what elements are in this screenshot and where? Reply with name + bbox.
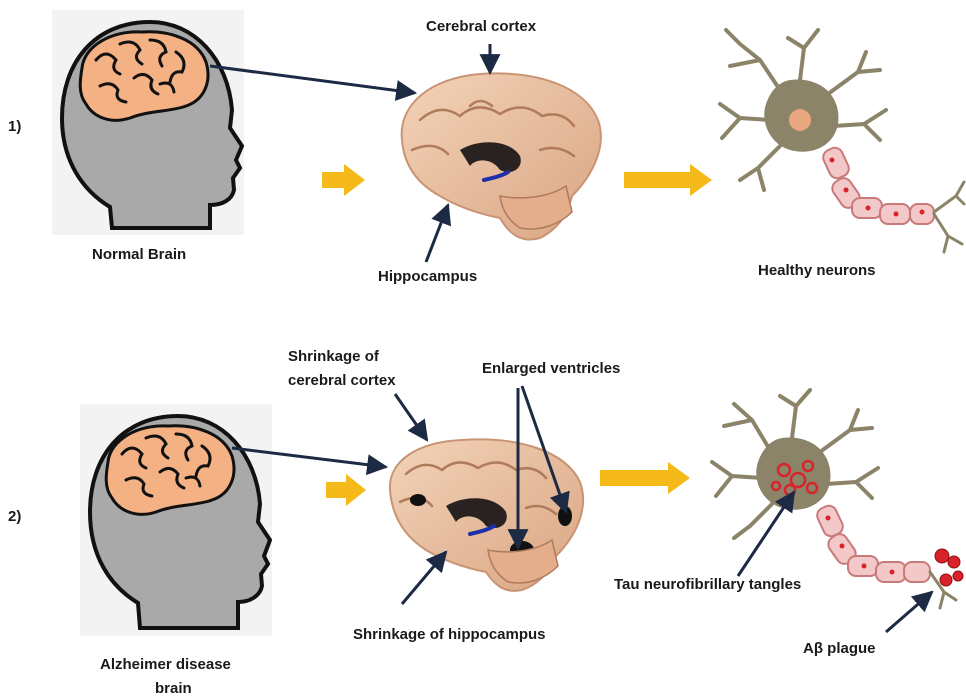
yellow-arrow-icon — [600, 462, 690, 494]
row-number-2: 2) — [8, 508, 21, 525]
yellow-arrow-icon — [326, 474, 366, 506]
brain-section-icon — [402, 73, 601, 239]
neuron-icon — [720, 30, 964, 252]
abeta-plaque-label: Aβ plague — [803, 640, 876, 657]
normal-brain-caption: Normal Brain — [92, 246, 186, 263]
alzheimer-caption-line1: Alzheimer disease — [100, 656, 231, 673]
brain-section-icon — [390, 439, 583, 591]
enlarged-ventricles-label: Enlarged ventricles — [482, 360, 620, 377]
cortex-shrinkage-line1: Shrinkage of — [288, 348, 379, 365]
hippocampus-shrinkage-label: Shrinkage of hippocampus — [353, 626, 546, 643]
alzheimer-caption-line2: brain — [155, 680, 192, 697]
cerebral-cortex-label: Cerebral cortex — [426, 18, 536, 35]
hippocampus-label: Hippocampus — [378, 268, 477, 285]
yellow-arrow-icon — [322, 164, 365, 196]
row-number-1: 1) — [8, 118, 21, 135]
healthy-neurons-caption: Healthy neurons — [758, 262, 876, 279]
cortex-shrinkage-line2: cerebral cortex — [288, 372, 396, 389]
tau-tangles-label: Tau neurofibrillary tangles — [614, 576, 801, 593]
yellow-arrow-icon — [624, 164, 712, 196]
